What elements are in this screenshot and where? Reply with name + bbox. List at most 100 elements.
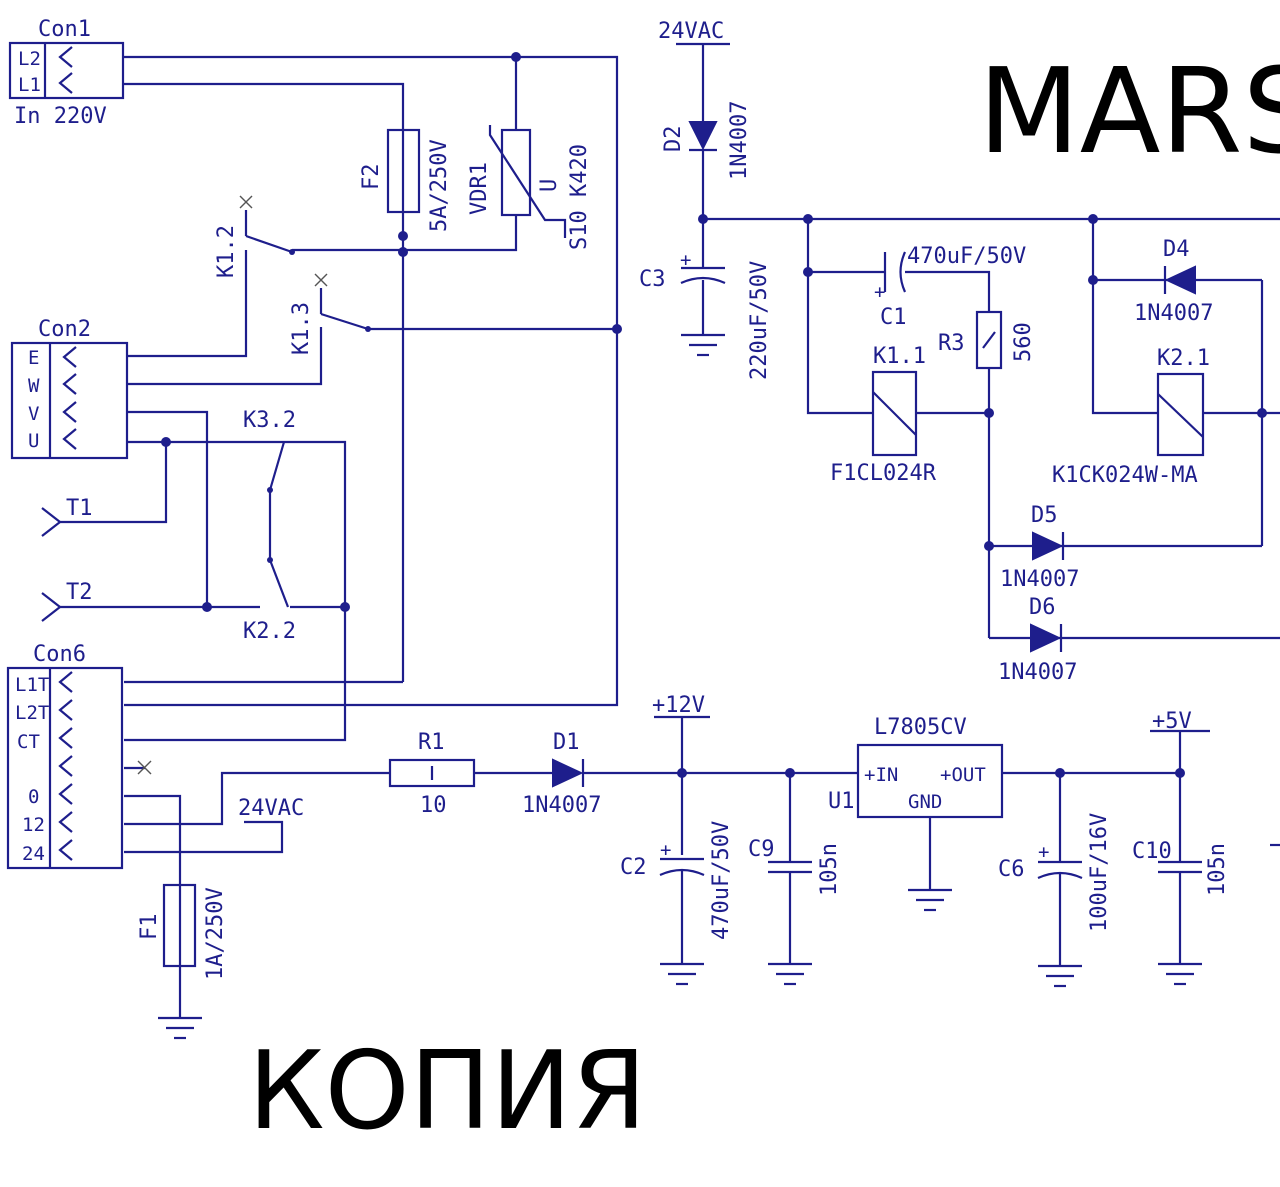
net-24vac-top: 24VAC xyxy=(658,19,730,122)
terminal-t1: T1 xyxy=(41,496,93,537)
r1-value: 10 xyxy=(420,793,447,818)
fuse-f1: F1 1A/250V xyxy=(137,883,228,980)
k1-1-ref: K1.1 xyxy=(873,344,926,369)
u1-pin-gnd: GND xyxy=(908,791,942,813)
f2-value: 5A/250V xyxy=(427,139,452,232)
capacitor-c10: C10 105n xyxy=(1132,839,1230,986)
c9-value: 105n xyxy=(817,843,842,896)
con1-pin-l2: L2 xyxy=(18,48,41,70)
svg-text:+: + xyxy=(680,249,691,271)
c6-ref: C6 xyxy=(998,857,1025,882)
c6-value: 100uF/16V xyxy=(1087,813,1112,932)
c2-ref: C2 xyxy=(620,855,647,880)
d4-ref: D4 xyxy=(1163,237,1190,262)
k2-1-part: K1CK024W-MA xyxy=(1052,463,1198,488)
con1-label: Con1 xyxy=(38,17,91,42)
diode-d6: D6 1N4007 xyxy=(998,595,1077,685)
connector-con2: Con2 E W V U xyxy=(10,317,129,460)
k2-2-label: K2.2 xyxy=(243,619,296,644)
low-voltage-wiring xyxy=(124,760,1185,1018)
t2-label: T2 xyxy=(66,580,93,605)
net-12v: +12V xyxy=(652,693,710,855)
con2-pin-w: W xyxy=(28,375,40,397)
u1-pin-in: +IN xyxy=(864,764,898,786)
t1-label: T1 xyxy=(66,496,93,521)
c3-ref: C3 xyxy=(639,267,666,292)
capacitor-c3: + C3 220uF/50V xyxy=(639,249,772,380)
f1-ref: F1 xyxy=(137,914,162,941)
u1-part: L7805CV xyxy=(874,715,967,740)
con2-pin-v: V xyxy=(28,403,39,425)
diode-d4: D4 1N4007 xyxy=(1134,237,1213,326)
net-24vac-mid: 24VAC xyxy=(238,796,304,821)
d1-ref: D1 xyxy=(553,730,580,755)
contact-k3-2: K3.2 xyxy=(243,408,296,493)
r3-ref: R3 xyxy=(938,331,965,356)
fuse-f2: F2 5A/250V xyxy=(359,128,452,232)
k2-1-ref: K2.1 xyxy=(1157,346,1210,371)
d2-ref: D2 xyxy=(661,126,686,153)
resistor-r1: R1 10 xyxy=(388,730,476,818)
c1-ref: C1 xyxy=(880,305,907,330)
u1-ref: U1 xyxy=(828,789,855,814)
con2-pin-e: E xyxy=(28,347,39,369)
svg-text:+: + xyxy=(874,281,885,303)
net-24vac-top-label: 24VAC xyxy=(658,19,724,44)
con2-pin-u: U xyxy=(28,430,39,452)
mars-title: MARS xyxy=(978,42,1280,180)
con6-pin-24: 24 xyxy=(22,843,45,865)
capacitor-c1: + 470uF/50V C1 xyxy=(874,244,1026,330)
con6-pin-ct: CT xyxy=(17,731,40,753)
connector-con1: Con1 L2 L1 In 220V xyxy=(8,17,125,129)
con6-pin-0: 0 xyxy=(28,786,39,808)
r3-value: 560 xyxy=(1011,322,1036,362)
f1-value: 1A/250V xyxy=(203,887,228,980)
contact-k1-3: K1.3 xyxy=(289,273,371,355)
contact-k1-2: K1.2 xyxy=(214,195,295,278)
d6-ref: D6 xyxy=(1029,595,1056,620)
net-5v: +5V xyxy=(1150,709,1210,862)
c3-value: 220uF/50V xyxy=(747,261,772,380)
c10-ref: C10 xyxy=(1132,839,1172,864)
d5-part: 1N4007 xyxy=(1000,567,1079,592)
regulator-u1: L7805CV U1 +IN +OUT GND xyxy=(828,715,1004,912)
con2-label: Con2 xyxy=(38,317,91,342)
connector-con6: Con6 L1T L2T CT 0 12 24 xyxy=(6,642,124,870)
varistor-vdr1: VDR1 U S10 K420 xyxy=(467,125,592,250)
diode-d5: D5 1N4007 xyxy=(1000,503,1079,592)
k1-1-part: F1CL024R xyxy=(830,461,937,486)
con6-pin-l1t: L1T xyxy=(15,674,49,696)
relay-coil-k2-1: K2.1 K1CK024W-MA xyxy=(1052,346,1210,488)
f2-ref: F2 xyxy=(359,164,384,191)
vdr1-sym: U xyxy=(537,179,562,192)
k1-2-label: K1.2 xyxy=(214,225,239,278)
d6-part: 1N4007 xyxy=(998,660,1077,685)
con1-note: In 220V xyxy=(14,104,107,129)
copy-stamp: КОПИЯ xyxy=(248,1029,647,1154)
capacitor-c6: + C6 100uF/16V xyxy=(998,773,1112,988)
capacitor-c9: C9 105n xyxy=(748,773,842,986)
c10-value: 105n xyxy=(1205,843,1230,896)
svg-text:+: + xyxy=(1038,841,1049,863)
vdr1-ref: VDR1 xyxy=(467,162,492,215)
con6-pin-l2t: L2T xyxy=(15,702,49,724)
d4-part: 1N4007 xyxy=(1134,301,1213,326)
con6-pin-12: 12 xyxy=(22,814,45,836)
relay-wiring xyxy=(703,214,1280,640)
diode-d2: D2 1N4007 xyxy=(661,101,752,268)
d2-part: 1N4007 xyxy=(727,101,752,180)
d5-ref: D5 xyxy=(1031,503,1058,528)
contact-k2-2: K2.2 xyxy=(243,557,296,644)
u1-pin-out: +OUT xyxy=(940,764,986,786)
capacitor-c2: + C2 470uF/50V xyxy=(620,821,734,986)
resistor-r3: R3 560 xyxy=(938,310,1036,370)
ground-f1 xyxy=(158,1016,202,1040)
d1-part: 1N4007 xyxy=(522,793,601,818)
diode-d1: D1 1N4007 xyxy=(522,730,601,818)
net-5v-label: +5V xyxy=(1152,709,1192,734)
con6-label: Con6 xyxy=(33,642,86,667)
relay-coil-k1-1: K1.1 F1CL024R xyxy=(830,344,937,486)
c9-ref: C9 xyxy=(748,837,775,862)
net-12v-label: +12V xyxy=(652,693,705,718)
